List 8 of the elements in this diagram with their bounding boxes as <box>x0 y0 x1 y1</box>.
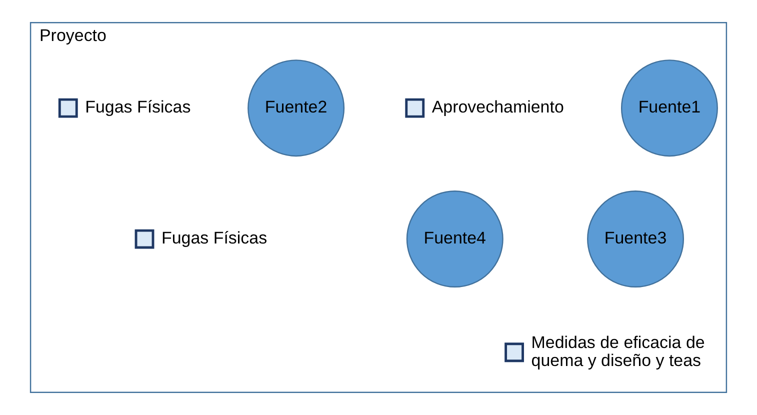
node-circle: Fuente1 <box>620 60 718 157</box>
node-label: Aprovechamiento <box>432 98 564 117</box>
node-circle: Fuente4 <box>406 190 504 288</box>
node-label: Fugas Físicas <box>85 98 191 117</box>
node-label: Medidas de eficacia de quema y diseño y teas <box>531 332 705 370</box>
node-circle: Fuente3 <box>587 190 684 288</box>
node-circle: Fuente2 <box>248 60 345 157</box>
node-label: Fugas Físicas <box>161 228 268 248</box>
